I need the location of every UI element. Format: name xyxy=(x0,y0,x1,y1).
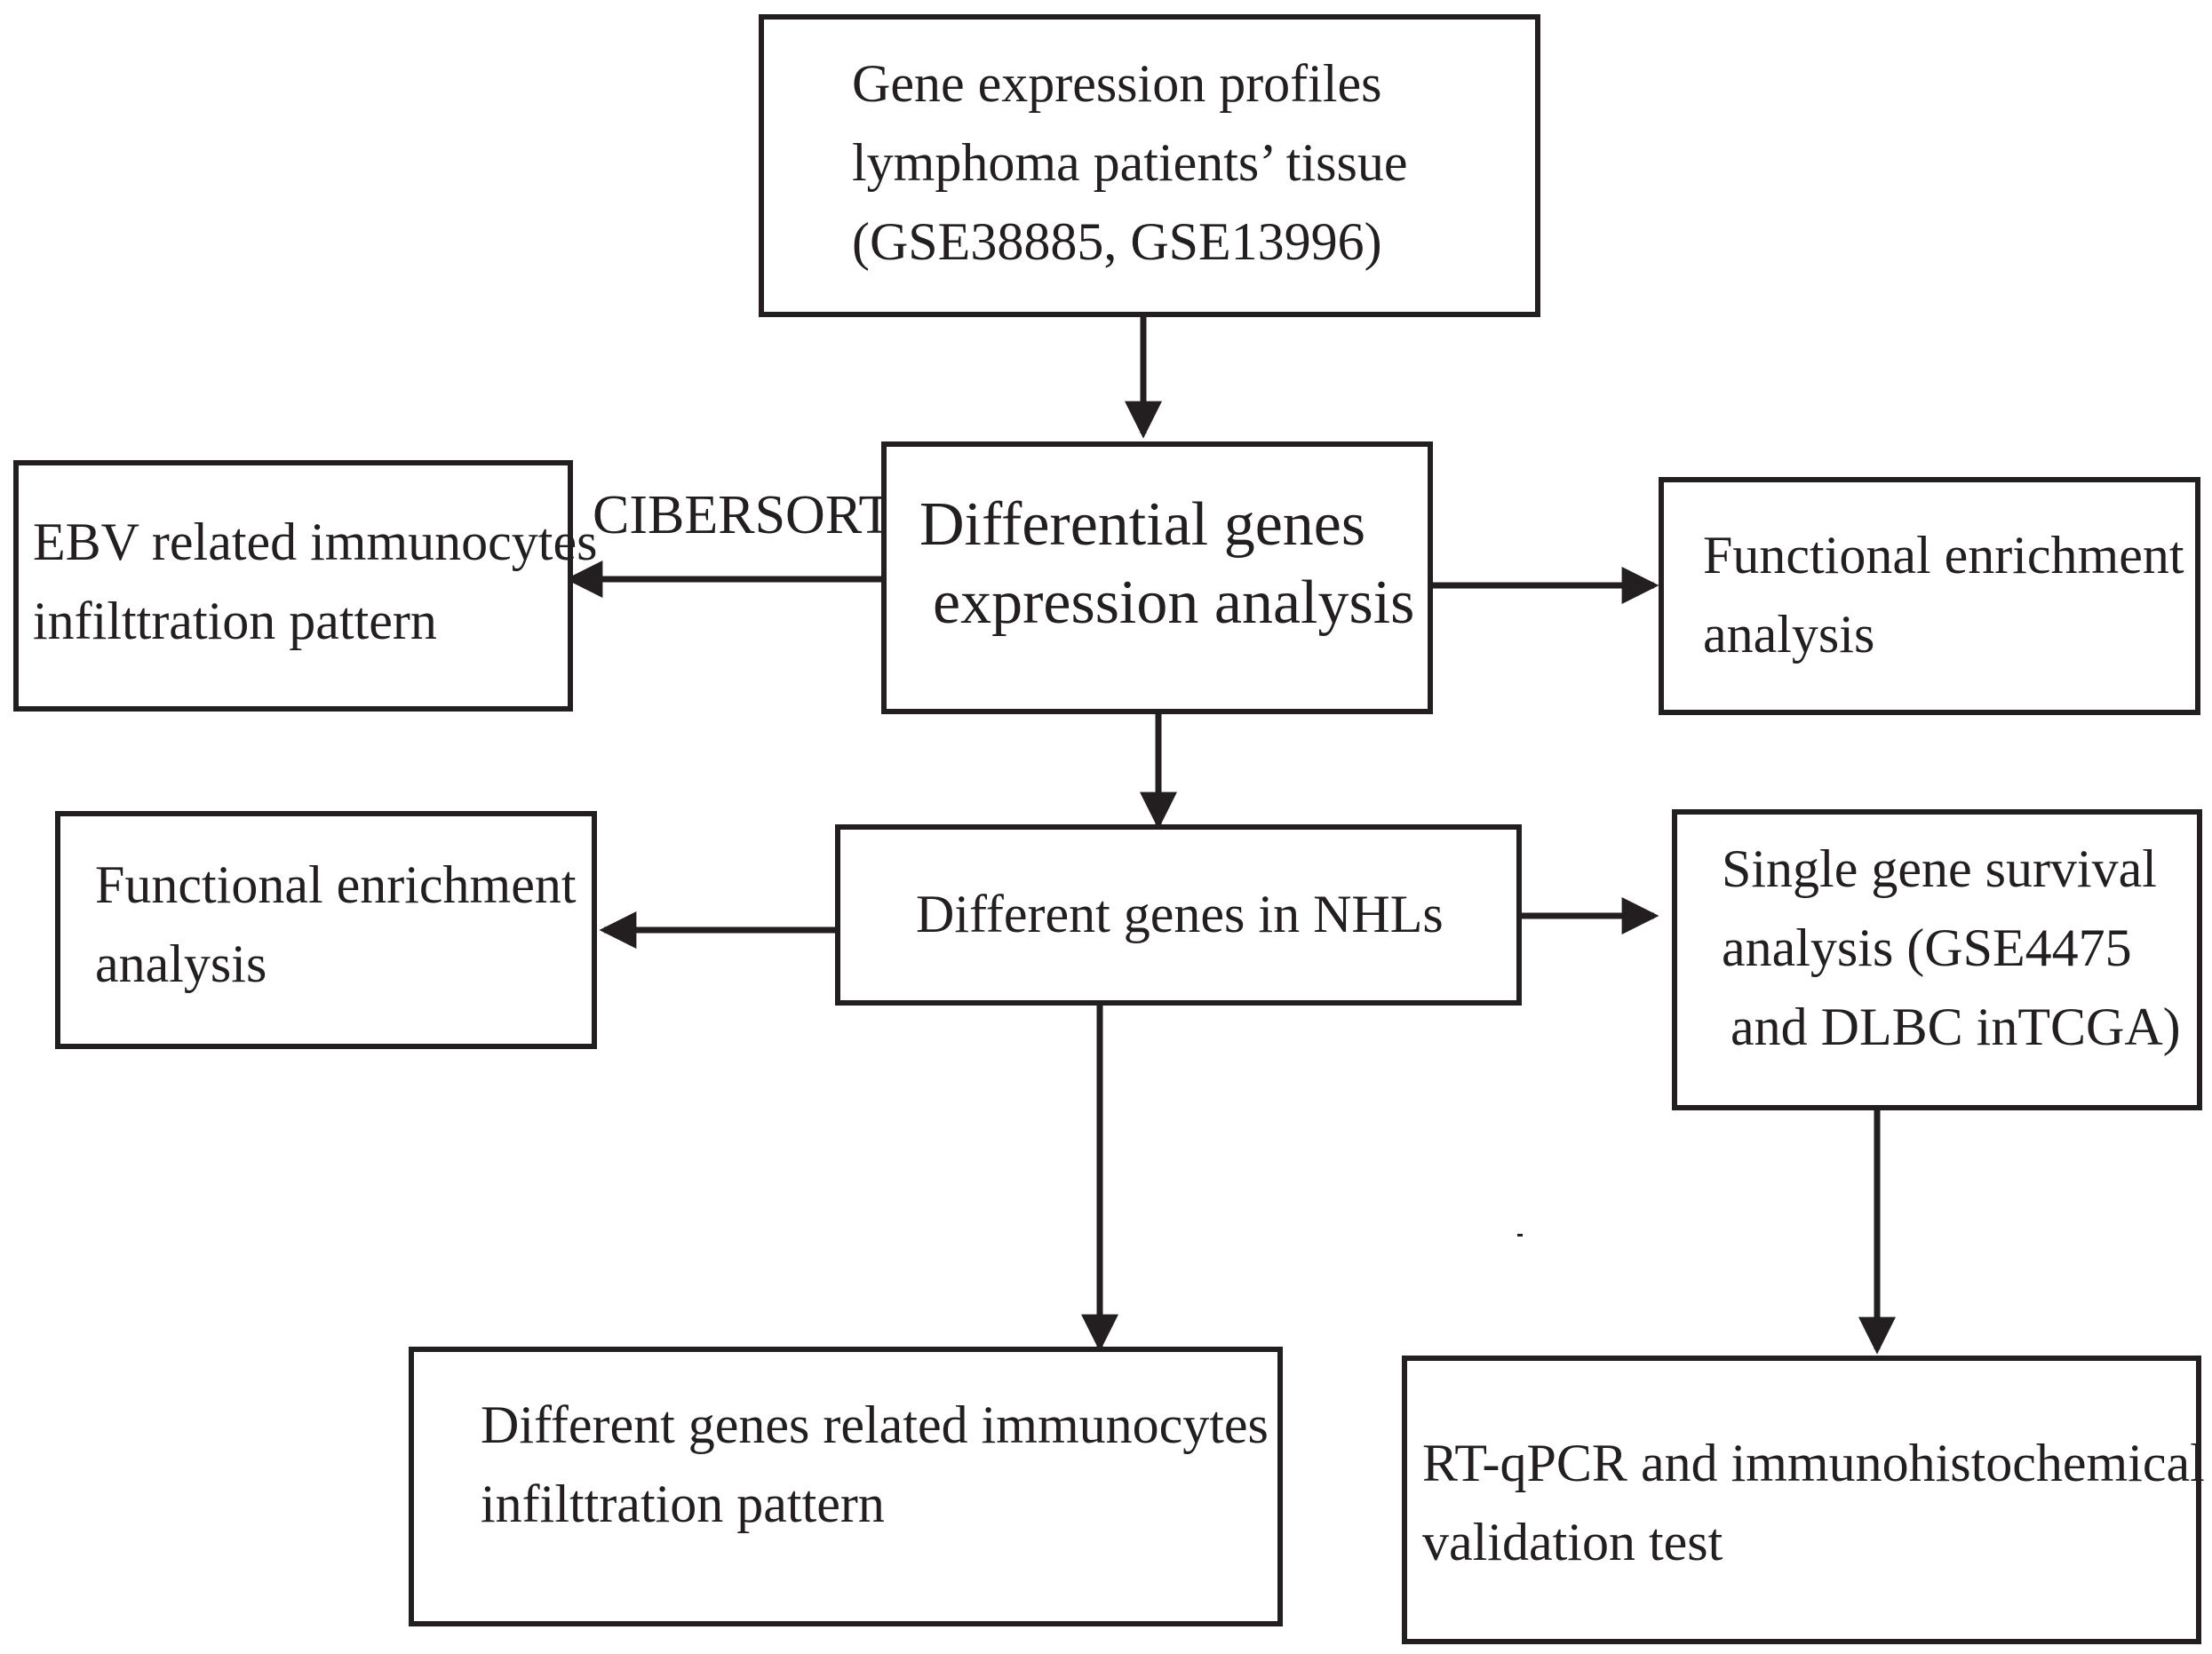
node-immunocytes-infiltration-pattern: Different genes related immunocytes infi… xyxy=(409,1347,1283,1626)
stray-dash-mark xyxy=(1517,1234,1523,1237)
node-functional-enrichment-right: Functional enrichment analysis xyxy=(1659,477,2200,715)
node-text-line: expression analysis xyxy=(933,569,1415,637)
node-text-line: validation test xyxy=(1422,1513,1723,1571)
node-text-line: infilttration pattern xyxy=(33,592,437,650)
node-text-line: infilttration pattern xyxy=(481,1475,885,1533)
node-functional-enrichment-left: Functional enrichment analysis xyxy=(55,811,597,1049)
node-text-line: analysis xyxy=(1703,605,1875,664)
node-gene-expression-profiles: Gene expression profiles lymphoma patien… xyxy=(759,14,1540,317)
node-text-line: analysis xyxy=(95,934,267,993)
node-text-line: Gene expression profiles xyxy=(852,54,1382,113)
node-ebv-immunocytes-pattern: EBV related immunocytes infilttration pa… xyxy=(13,460,597,712)
node-text-line: analysis (GSE4475 xyxy=(1722,918,2132,977)
node-text-line: RT-qPCR and immunohistochemical xyxy=(1422,1434,2205,1492)
node-text-line: Functional enrichment xyxy=(95,855,577,914)
node-text-line: Single gene survival xyxy=(1722,839,2157,898)
node-text-line: Functional enrichment xyxy=(1703,526,2184,584)
node-text-line: Different genes related immunocytes xyxy=(481,1396,1269,1454)
node-single-gene-survival: Single gene survival analysis (GSE4475 a… xyxy=(1672,809,2202,1110)
node-text-line: and DLBC inTCGA) xyxy=(1731,998,2181,1056)
node-validation-test: RT-qPCR and immunohistochemical validati… xyxy=(1402,1356,2205,1644)
edge-label-cibersort: CIBERSORT xyxy=(593,485,893,545)
node-different-genes-nhls: Different genes in NHLs xyxy=(835,824,1522,1006)
node-text-line: lymphoma patients’ tissue xyxy=(852,133,1408,192)
node-differential-genes-analysis: Differential genes expression analysis xyxy=(881,441,1433,714)
node-text-line: Different genes in NHLs xyxy=(916,885,1444,943)
node-text-line: EBV related immunocytes xyxy=(33,513,598,571)
node-text-line: (GSE38885, GSE13996) xyxy=(852,212,1382,271)
node-text-line: Differential genes xyxy=(919,490,1366,559)
